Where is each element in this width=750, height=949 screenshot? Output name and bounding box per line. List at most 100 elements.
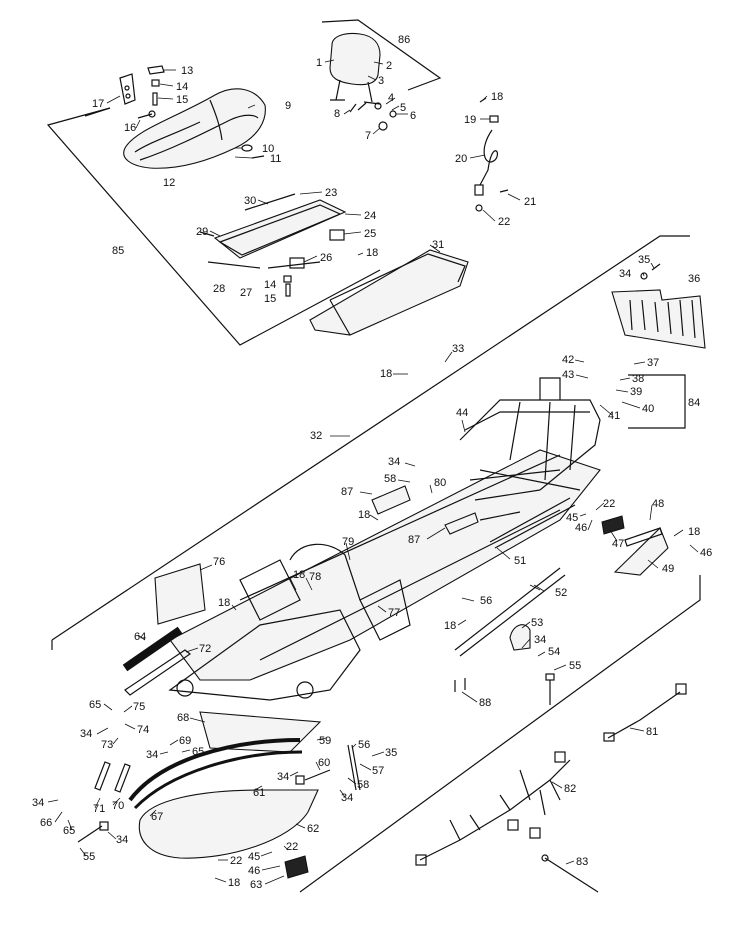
latch-26 <box>289 257 305 269</box>
callout-labels: 1 2 3 4 5 6 7 8 9 10 11 12 13 14 15 16 1… <box>32 34 712 891</box>
callout-31: 31 <box>432 239 444 251</box>
callout-18a: 18 <box>491 91 503 103</box>
callout-1: 1 <box>316 57 322 69</box>
bolt-55a <box>545 673 555 705</box>
callout-70: 70 <box>112 800 124 812</box>
callout-49: 49 <box>662 563 674 575</box>
callout-34e: 34 <box>146 749 158 761</box>
side-rails <box>454 497 576 657</box>
storage-lid <box>213 199 347 259</box>
callout-30: 30 <box>244 195 256 207</box>
rear-rack <box>459 377 601 491</box>
callout-34f: 34 <box>277 771 289 783</box>
callout-21: 21 <box>524 196 536 208</box>
callout-61: 61 <box>253 787 265 799</box>
callout-16: 16 <box>124 122 136 134</box>
callout-28: 28 <box>213 283 225 295</box>
callout-18g: 18 <box>218 597 230 609</box>
screw-16 <box>137 110 156 119</box>
callout-15b: 15 <box>264 293 276 305</box>
callout-58b: 58 <box>357 779 369 791</box>
callout-18f: 18 <box>293 569 305 581</box>
callout-52: 52 <box>555 587 567 599</box>
small-bracket-13 <box>147 65 165 75</box>
callout-18h: 18 <box>444 620 456 632</box>
callout-67: 67 <box>151 811 163 823</box>
callout-71: 71 <box>93 803 105 815</box>
seat-hinge <box>119 73 136 105</box>
callout-53: 53 <box>531 617 543 629</box>
seal-strips <box>199 193 321 269</box>
callout-88: 88 <box>479 697 491 709</box>
ski-mount-71 <box>94 761 111 791</box>
rail-64 <box>122 626 183 672</box>
callout-59: 59 <box>319 735 331 747</box>
callout-39: 39 <box>630 386 642 398</box>
group-84-bracket <box>628 374 686 429</box>
callout-8: 8 <box>334 108 340 120</box>
callout-43: 43 <box>562 369 574 381</box>
callout-10: 10 <box>262 143 274 155</box>
callout-76: 76 <box>213 556 225 568</box>
callout-35b: 35 <box>385 747 397 759</box>
callout-65b: 65 <box>192 746 204 758</box>
bolt-14b <box>283 275 292 297</box>
callout-36: 36 <box>688 273 700 285</box>
callout-33: 33 <box>452 343 464 355</box>
callout-27: 27 <box>240 287 252 299</box>
callout-62: 62 <box>307 823 319 835</box>
group-85-seat-bracket <box>46 107 381 346</box>
callout-46b: 46 <box>700 547 712 559</box>
callout-58a: 58 <box>384 473 396 485</box>
callout-22d: 22 <box>286 841 298 853</box>
callout-86: 86 <box>398 34 410 46</box>
front-frame-section <box>168 543 411 701</box>
group-32-frame-outline <box>51 235 701 893</box>
callout-66: 66 <box>40 817 52 829</box>
nose-pan <box>138 789 319 859</box>
leader-lines <box>47 59 699 885</box>
harness-82 <box>415 751 571 866</box>
callout-41: 41 <box>608 410 620 422</box>
callout-87a: 87 <box>341 486 353 498</box>
callout-45b: 45 <box>248 851 260 863</box>
callout-29: 29 <box>196 226 208 238</box>
callout-9: 9 <box>285 100 291 112</box>
callout-72: 72 <box>199 643 211 655</box>
mud-flap-49 <box>613 527 669 576</box>
callout-2: 2 <box>386 60 392 72</box>
callout-56a: 56 <box>480 595 492 607</box>
callout-73: 73 <box>101 739 113 751</box>
harness-81 <box>603 683 687 742</box>
callout-3: 3 <box>378 75 384 87</box>
bolt-55b <box>77 821 109 843</box>
callout-11: 11 <box>270 153 281 165</box>
flap-fasteners <box>640 263 661 280</box>
callout-22a: 22 <box>498 216 510 228</box>
callout-55b: 55 <box>83 851 95 863</box>
callout-40: 40 <box>642 403 654 415</box>
callout-69: 69 <box>179 735 191 747</box>
cable-tie-83 <box>541 854 599 893</box>
callout-68: 68 <box>177 712 189 724</box>
callout-81: 81 <box>646 726 658 738</box>
callout-15a: 15 <box>176 94 188 106</box>
latch-25 <box>329 229 345 241</box>
bolt-14a <box>151 79 160 87</box>
storage-tray <box>309 249 469 336</box>
decal-68 <box>199 711 322 753</box>
snow-flap <box>611 289 706 349</box>
nut-10 <box>241 144 253 152</box>
callout-45a: 45 <box>566 512 578 524</box>
callout-42: 42 <box>562 354 574 366</box>
callout-18i: 18 <box>228 877 240 889</box>
callout-83: 83 <box>576 856 588 868</box>
callout-44: 44 <box>456 407 468 419</box>
callout-47: 47 <box>612 538 624 550</box>
bumper-61 <box>128 738 303 810</box>
callout-34h: 34 <box>32 797 44 809</box>
callout-37: 37 <box>647 357 659 369</box>
callout-6: 6 <box>410 110 416 122</box>
callout-46a: 46 <box>575 522 587 534</box>
callout-79: 79 <box>342 536 354 548</box>
